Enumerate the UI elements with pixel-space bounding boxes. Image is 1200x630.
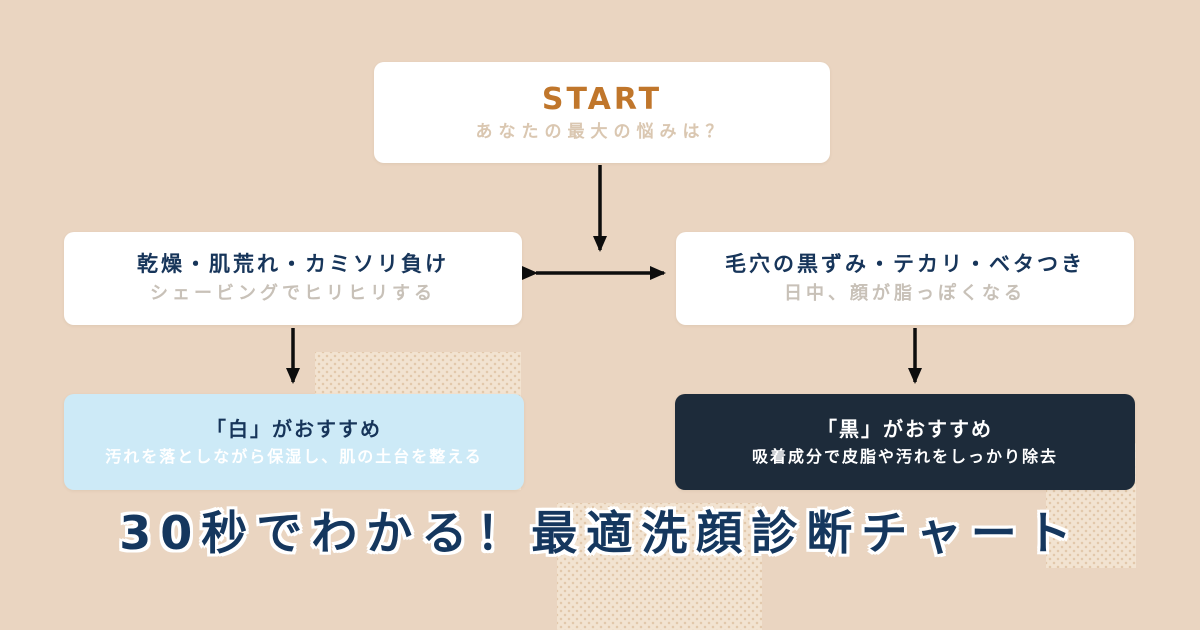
branch-subtitle: 日中、顔が脂っぽくなる	[784, 283, 1026, 304]
page-title: 30秒でわかる！最適洗顔診断チャート	[119, 506, 1081, 560]
branch-title: 乾燥・肌荒れ・カミソリ負け	[137, 252, 449, 276]
result-description: 汚れを落としながら保湿し、肌の土台を整える	[105, 447, 483, 466]
start-label: START	[541, 81, 663, 117]
branch-node-dry-skin: 乾燥・肌荒れ・カミソリ負け シェービングでヒリヒリする	[64, 232, 522, 325]
branch-subtitle: シェービングでヒリヒリする	[150, 283, 436, 304]
texture-patch-center	[557, 503, 762, 630]
start-node: START あなたの最大の悩みは？	[374, 62, 830, 163]
branch-title: 毛穴の黒ずみ・テカリ・ベタつき	[725, 252, 1085, 276]
branch-node-oily-skin: 毛穴の黒ずみ・テカリ・ベタつき 日中、顔が脂っぽくなる	[676, 232, 1134, 325]
result-title: 「白」がおすすめ	[206, 417, 382, 441]
result-node-white: 「白」がおすすめ 汚れを落としながら保湿し、肌の土台を整える	[64, 394, 524, 490]
result-node-black: 「黒」がおすすめ 吸着成分で皮脂や汚れをしっかり除去	[675, 394, 1135, 490]
result-description: 吸着成分で皮脂や汚れをしっかり除去	[751, 447, 1058, 466]
result-title: 「黒」がおすすめ	[817, 417, 993, 441]
start-question: あなたの最大の悩みは？	[475, 121, 729, 142]
